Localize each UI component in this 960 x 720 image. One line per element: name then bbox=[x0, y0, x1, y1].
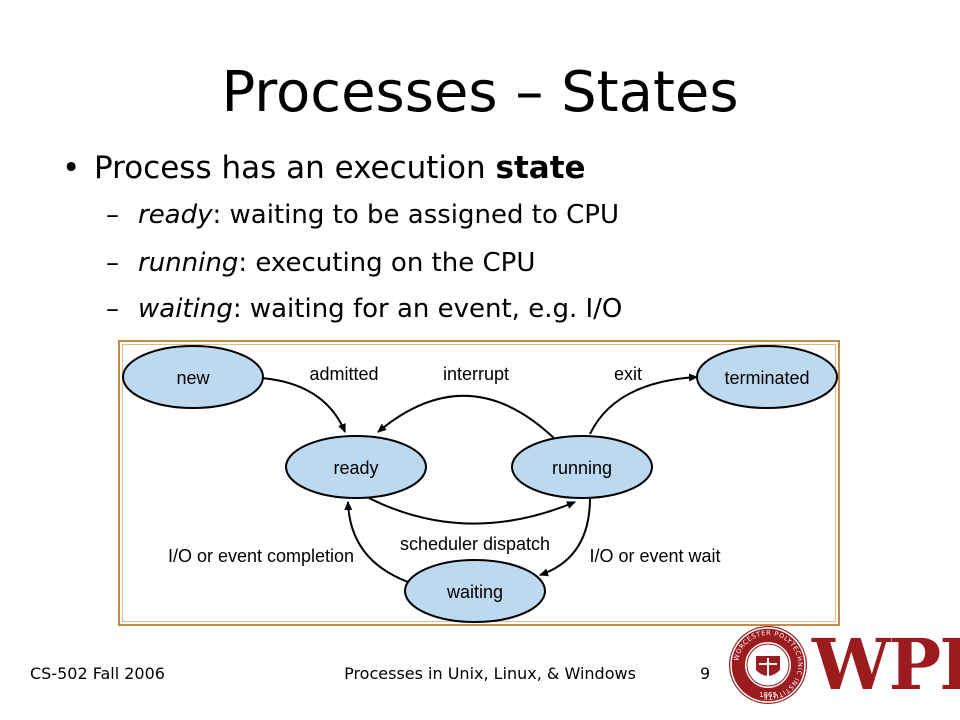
wpi-wordmark: WPI bbox=[812, 623, 960, 706]
subitem-text: running: executing on the CPU bbox=[138, 246, 535, 280]
node-waiting bbox=[404, 559, 546, 623]
subitem-text: waiting: waiting for an event, e.g. I/O bbox=[138, 292, 622, 326]
edge-label-interrupt: interrupt bbox=[443, 364, 509, 384]
subitem-dash: – bbox=[106, 294, 119, 324]
node-new bbox=[122, 345, 264, 409]
edge-io-wait bbox=[539, 497, 591, 577]
bullet-text: Process has an execution state bbox=[94, 148, 586, 188]
edge-scheduler-dispatch bbox=[364, 495, 576, 525]
node-label-running: running bbox=[552, 458, 612, 478]
node-label-ready: ready bbox=[333, 458, 378, 478]
slide-title: Processes – States bbox=[221, 60, 739, 125]
footer-course: CS-502 Fall 2006 bbox=[30, 664, 165, 683]
subitem-term: running bbox=[138, 248, 239, 278]
node-label-terminated: terminated bbox=[724, 368, 809, 388]
wpi-seal-icon: WORCESTER POLYTECHNIC INSTITUTE 1865 bbox=[729, 626, 807, 704]
edge-label-io-completion: I/O or event completion bbox=[168, 546, 354, 566]
node-ready bbox=[285, 435, 427, 499]
edge-interrupt bbox=[377, 394, 559, 443]
footer-page-number: 9 bbox=[700, 664, 711, 683]
seal-year: 1865 bbox=[759, 691, 777, 699]
subitem-rest: : waiting for an event, e.g. I/O bbox=[232, 294, 623, 324]
node-label-waiting: waiting bbox=[446, 582, 503, 602]
edge-exit bbox=[589, 373, 698, 435]
edge-label-admitted: admitted bbox=[309, 364, 378, 384]
wpi-logo: WORCESTER POLYTECHNIC INSTITUTE 1865 WPI bbox=[726, 624, 960, 706]
node-label-new: new bbox=[176, 368, 210, 388]
subitem-dash: – bbox=[106, 200, 119, 230]
subitem-rest: : waiting to be assigned to CPU bbox=[212, 200, 619, 230]
subitem-term: ready bbox=[138, 200, 213, 230]
bullet-text-prefix: Process has an execution bbox=[94, 150, 496, 186]
edge-io-completion bbox=[344, 501, 409, 583]
footer-title: Processes in Unix, Linux, & Windows bbox=[344, 664, 636, 683]
subitem-term: waiting bbox=[138, 294, 233, 324]
node-terminated bbox=[696, 345, 838, 409]
subitem-dash: – bbox=[106, 248, 119, 278]
edge-label-io-wait: I/O or event wait bbox=[589, 546, 720, 566]
node-running bbox=[511, 435, 653, 499]
subitem-rest: : executing on the CPU bbox=[238, 248, 536, 278]
edge-admitted bbox=[261, 377, 346, 433]
edge-label-scheduler-dispatch: scheduler dispatch bbox=[400, 534, 550, 554]
subitem-text: ready: waiting to be assigned to CPU bbox=[138, 198, 619, 232]
edge-label-exit: exit bbox=[614, 364, 642, 384]
bullet-dot: • bbox=[62, 150, 81, 186]
bullet-text-bold: state bbox=[495, 150, 586, 186]
